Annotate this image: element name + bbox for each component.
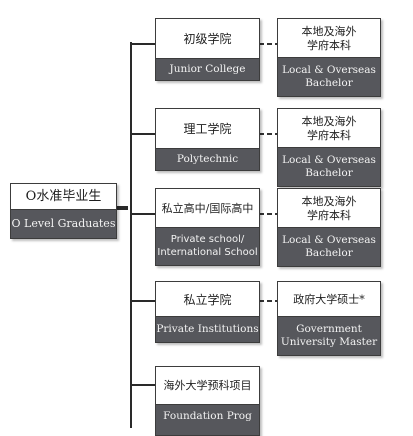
branch-2 — [130, 133, 155, 135]
outcome-master: 政府大学硕士* Government University Master — [277, 281, 381, 356]
dash-connector-3 — [259, 213, 277, 215]
dash-connector-4 — [259, 300, 277, 302]
path-polytechnic: 理工学院 Polytechnic — [155, 108, 260, 171]
dash-connector-1 — [259, 43, 277, 45]
path-foundation: 海外大学预科项目 Foundation Prog — [155, 366, 260, 436]
outcome-bachelor-1: 本地及海外 学府本科 Local & Overseas Bachelor — [277, 18, 381, 97]
outcome-en: Government University Master — [278, 316, 380, 355]
path-zh: 海外大学预科项目 — [156, 367, 259, 405]
origin-connector — [116, 206, 128, 210]
main-trunk — [130, 42, 132, 428]
path-zh: 初级学院 — [156, 19, 259, 60]
branch-4 — [130, 300, 155, 302]
outcome-en: Local & Overseas Bachelor — [278, 227, 380, 266]
path-private-institutions: 私立学院 Private Institutions — [155, 281, 260, 343]
origin-box: O水准毕业生 O Level Graduates — [10, 183, 117, 239]
path-en: Private Institutions — [156, 316, 259, 342]
branch-3 — [130, 213, 155, 215]
outcome-zh: 本地及海外 学府本科 — [278, 19, 380, 59]
outcome-bachelor-3: 本地及海外 学府本科 Local & Overseas Bachelor — [277, 188, 381, 267]
path-zh: 私立学院 — [156, 282, 259, 318]
outcome-zh: 本地及海外 学府本科 — [278, 109, 380, 149]
branch-5 — [130, 384, 155, 386]
path-private-school: 私立高中/国际高中 Private school/ International … — [155, 188, 260, 266]
path-en: Foundation Prog — [156, 404, 259, 435]
path-zh: 私立高中/国际高中 — [156, 189, 259, 229]
path-zh: 理工学院 — [156, 109, 259, 150]
outcome-bachelor-2: 本地及海外 学府本科 Local & Overseas Bachelor — [277, 108, 381, 187]
branch-1 — [130, 43, 155, 45]
outcome-en: Local & Overseas Bachelor — [278, 147, 380, 186]
path-en: Junior College — [156, 58, 259, 80]
origin-subtitle: O Level Graduates — [11, 209, 116, 238]
outcome-zh: 本地及海外 学府本科 — [278, 189, 380, 229]
origin-title: O水准毕业生 — [11, 184, 116, 211]
outcome-en: Local & Overseas Bachelor — [278, 57, 380, 96]
path-junior-college: 初级学院 Junior College — [155, 18, 260, 81]
dash-connector-2 — [259, 133, 277, 135]
path-en: Private school/ International School — [156, 227, 259, 265]
outcome-zh: 政府大学硕士* — [278, 282, 380, 318]
path-en: Polytechnic — [156, 148, 259, 170]
